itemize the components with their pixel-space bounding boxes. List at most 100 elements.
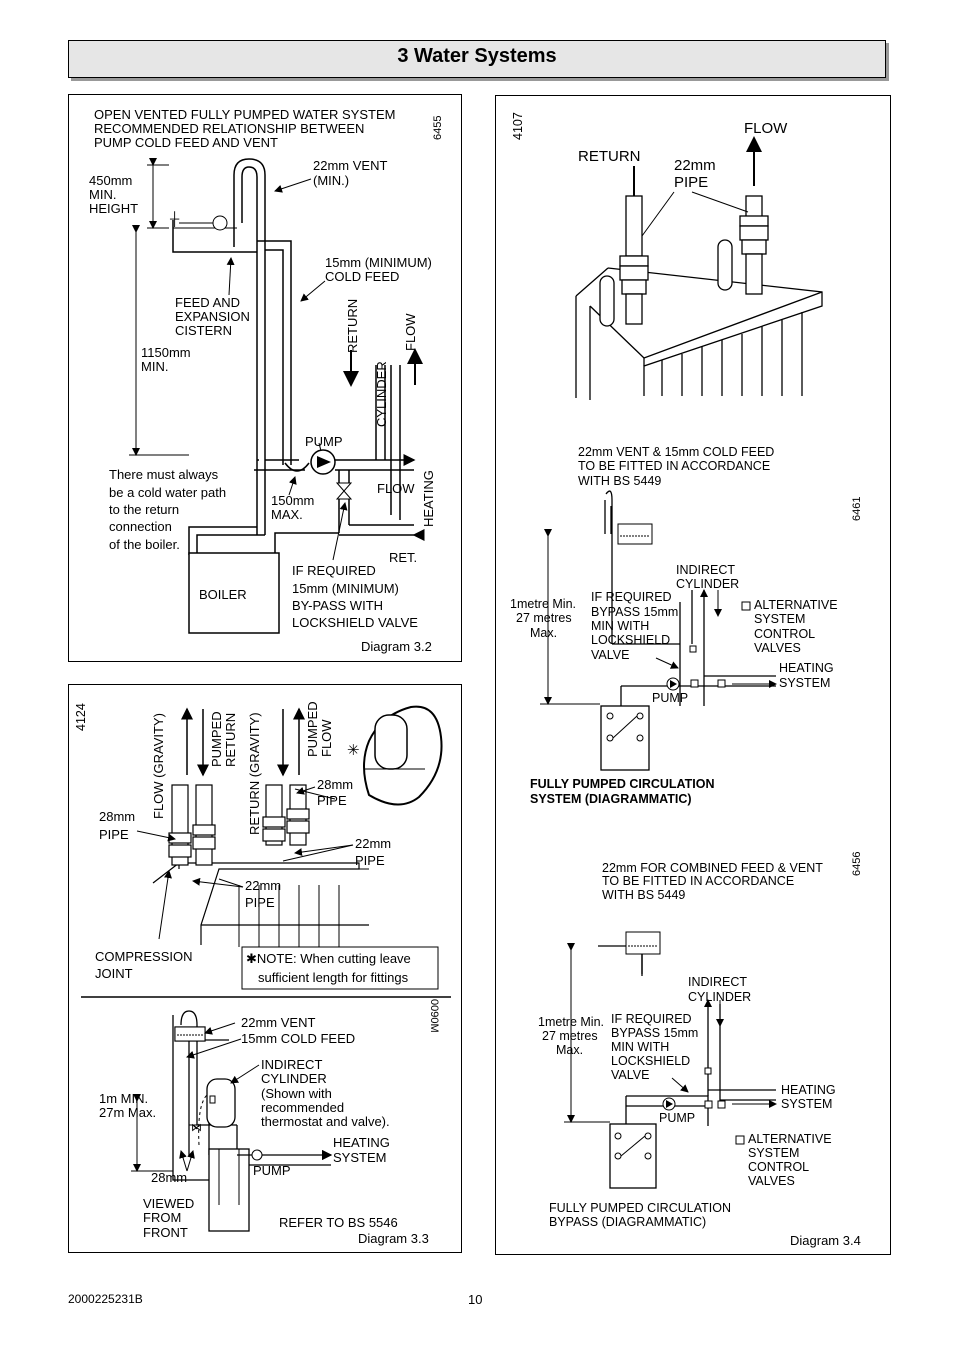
d34-bypass2-4: LOCKSHIELD — [611, 1054, 690, 1068]
d34-pipe22-1: 22mm — [674, 157, 716, 174]
d33-vent-1: 22mm VENT — [241, 1015, 315, 1030]
d34-bypass-3: MIN WITH — [591, 619, 649, 633]
d32-note-1: There must always — [109, 467, 219, 482]
d33-note-box — [241, 946, 439, 990]
d33-asterisk-icon: ✳ — [347, 742, 360, 759]
d33-heating-2: SYSTEM — [333, 1150, 386, 1165]
d34-pipe22-2: PIPE — [674, 174, 708, 191]
d32-heading-1: OPEN VENTED FULLY PUMPED WATER SYSTEM — [94, 107, 395, 122]
d32-cylinder: CYLINDER — [374, 361, 389, 427]
d33-pumped-return-2: RETURN — [223, 713, 238, 767]
d34-note2-2: TO BE FITTED IN ACCORDANCE — [602, 874, 794, 888]
d33-caption: Diagram 3.3 — [358, 1231, 429, 1246]
d33-ref2: 0090M — [428, 999, 440, 1033]
d33-1m-2: 27m Max. — [99, 1105, 156, 1120]
d34-note1-1: 22mm VENT & 15mm COLD FEED — [578, 445, 774, 459]
d32-cistern-2: EXPANSION — [175, 309, 250, 324]
d34-bypass2-3: MIN WITH — [611, 1040, 669, 1054]
d32-heading-2: RECOMMENDED RELATIONSHIP BETWEEN — [94, 121, 364, 136]
d34-alt2-4: VALVES — [748, 1174, 795, 1188]
d33-indirect-3: (Shown with — [261, 1086, 332, 1101]
d32-flow-vertical: FLOW — [403, 313, 418, 351]
d32-bypass-1: IF REQUIRED — [292, 563, 376, 578]
d33-22-a-1: 22mm — [245, 878, 281, 893]
d32-float-icon: ┼ — [169, 211, 180, 227]
d34-bypass2-1: IF REQUIRED — [611, 1012, 692, 1026]
d32-coldfeed-2: COLD FEED — [325, 269, 399, 284]
section-title: 3 Water Systems — [397, 45, 557, 67]
d33-28-b-1: 28mm — [317, 777, 353, 792]
d33-note-1: ✱NOTE: When cutting leave — [246, 951, 411, 966]
d32-cistern-3: CISTERN — [175, 323, 232, 338]
d33-indirect-1: INDIRECT — [261, 1057, 322, 1072]
d33-28-a-2: PIPE — [99, 827, 129, 842]
d34-alt2-2: SYSTEM — [748, 1146, 799, 1160]
d32-boiler-box — [188, 552, 280, 634]
d34-bypass2-5: VALVE — [611, 1068, 649, 1082]
diagram-3-4-panel: 4107 FLOW RETURN 22mm PIPE 22mm VENT & 1… — [495, 95, 891, 1255]
diagram-3-2-panel: OPEN VENTED FULLY PUMPED WATER SYSTEM RE… — [68, 94, 462, 662]
d34-indirect2-2: CYLINDER — [688, 990, 751, 1004]
diagram-3-4: 4107 FLOW RETURN 22mm PIPE 22mm VENT & 1… — [510, 112, 863, 1248]
d33-viewed-1: VIEWED — [143, 1196, 194, 1211]
d32-vent-1: 22mm VENT — [313, 158, 387, 173]
d34-cistern-1 — [617, 523, 653, 545]
d34-bypass-2: BYPASS 15mm — [591, 605, 678, 619]
d32-1150-1: 1150mm — [141, 345, 191, 360]
d34-pump: PUMP — [652, 691, 688, 705]
d33-pumped-flow-1: PUMPED — [305, 701, 320, 757]
d34-alt2-icon — [735, 1135, 745, 1145]
d32-pump: PUMP — [305, 434, 343, 449]
d34-fully2-1: FULLY PUMPED CIRCULATION — [549, 1201, 731, 1215]
d33-viewed-3: FRONT — [143, 1225, 188, 1240]
d32-note-3: to the return — [109, 502, 179, 517]
d33-22-a-2: PIPE — [245, 895, 275, 910]
d34-alt-3: CONTROL — [754, 627, 815, 641]
d32-flow: FLOW — [377, 481, 415, 496]
d33-indirect-2: CYLINDER — [261, 1071, 327, 1086]
d32-return: RETURN — [345, 299, 360, 353]
d33-flow-gravity: FLOW (GRAVITY) — [151, 713, 166, 819]
d32-max150-1: 150mm — [271, 493, 314, 508]
d32-boiler: BOILER — [199, 587, 247, 602]
d32-1150-2: MIN. — [141, 359, 168, 374]
d34-indirect2-1: INDIRECT — [688, 975, 747, 989]
d32-ret: RET. — [389, 550, 417, 565]
d33-note-2: sufficient length for fittings — [258, 970, 409, 985]
d32-bypass-2: 15mm (MINIMUM) — [292, 581, 399, 596]
d32-heating: HEATING — [421, 470, 436, 527]
d33-return-gravity: RETURN (GRAVITY) — [247, 712, 262, 835]
d32-note-2: be a cold water path — [109, 485, 226, 500]
diagram-3-3: 4124 FLOW (GRAVITY) PUMPED RETURN RETURN… — [74, 701, 451, 1246]
d33-indirect-4: recommended — [261, 1100, 344, 1115]
d33-refer: REFER TO BS 5546 — [279, 1215, 398, 1230]
d34-metre-1: 1metre Min. — [510, 597, 576, 611]
page-number: 10 — [468, 1292, 483, 1307]
d34-note1-3: WITH BS 5449 — [578, 474, 661, 488]
d34-bypass-1: IF REQUIRED — [591, 590, 672, 604]
d34-return: RETURN — [578, 148, 641, 165]
d33-ref: 4124 — [74, 703, 88, 731]
d34-indirect-2: CYLINDER — [676, 577, 739, 591]
section-title-bar: 3 Water Systems — [68, 40, 886, 78]
d34-heating2-1: HEATING — [781, 1083, 836, 1097]
d32-note-5: of the boiler. — [109, 537, 180, 552]
d34-ref2: 6461 — [851, 497, 863, 521]
d32-height-2: MIN. — [89, 187, 116, 202]
d34-ref3: 6456 — [851, 852, 863, 876]
d34-metre2-3: Max. — [556, 1043, 583, 1057]
d34-note1-2: TO BE FITTED IN ACCORDANCE — [578, 459, 770, 473]
svg-text:⋈: ⋈ — [191, 1122, 202, 1134]
d33-28mm: 28mm — [151, 1170, 187, 1185]
d32-vent-2: (MIN.) — [313, 173, 349, 188]
d34-note2-3: WITH BS 5449 — [602, 888, 685, 902]
d33-heating-1: HEATING — [333, 1135, 390, 1150]
d33-28-b-2: PIPE — [317, 793, 347, 808]
d34-alt-4: VALVES — [754, 641, 801, 655]
d33-pumped-flow-2: FLOW — [319, 719, 334, 757]
d34-fully2-2: BYPASS (DIAGRAMMATIC) — [549, 1215, 706, 1229]
d34-metre-3: Max. — [530, 626, 557, 640]
d33-1m-1: 1m MIN. — [99, 1091, 148, 1106]
d33-28-a-1: 28mm — [99, 809, 135, 824]
d34-fully-1: FULLY PUMPED CIRCULATION — [530, 777, 715, 791]
